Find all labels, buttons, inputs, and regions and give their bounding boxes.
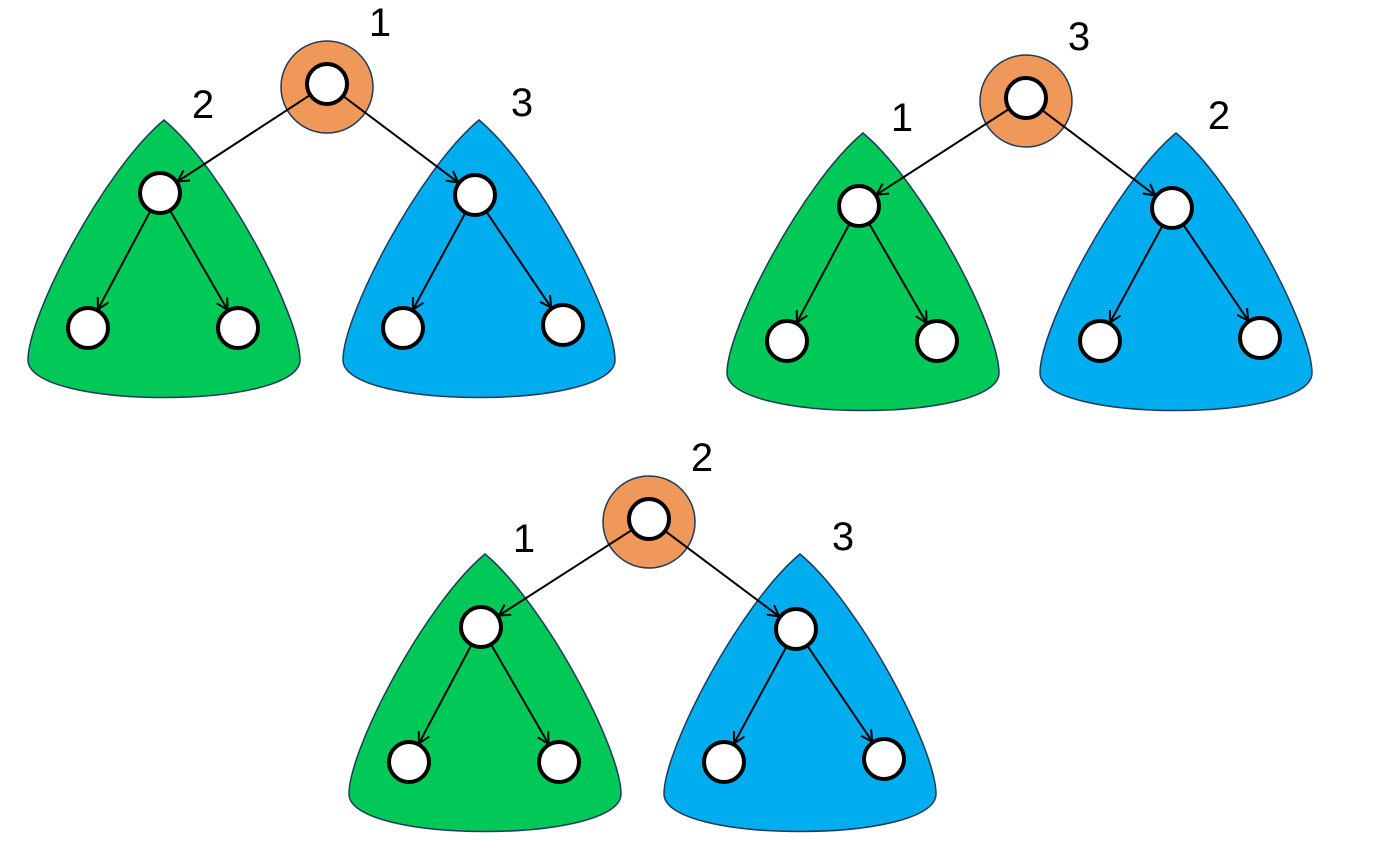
root-node	[1004, 76, 1048, 120]
edge-left-subtree-left	[797, 223, 851, 323]
left-subtree-label: 2	[192, 83, 214, 127]
left-subtree-leaf-node	[915, 319, 959, 363]
right-subtree-leaf-node	[1078, 319, 1122, 363]
left-subtree-label: 1	[513, 517, 535, 561]
right-subtree-root-node	[1150, 186, 1194, 230]
edge-root-to-right-child	[664, 530, 779, 616]
right-subtree-shape	[342, 119, 616, 399]
edge-root-to-right-child	[1041, 109, 1155, 195]
root-label: 3	[1068, 15, 1090, 59]
root-label: 1	[369, 1, 391, 45]
edge-left-subtree-right	[868, 222, 926, 322]
edge-left-subtree-right	[490, 643, 548, 743]
edge-left-subtree-left	[98, 210, 152, 310]
right-subtree-label: 3	[832, 515, 854, 559]
edge-right-subtree-right	[485, 211, 551, 308]
tree-diagram-c: 2 1 3	[348, 436, 937, 833]
left-subtree-root-node	[138, 171, 182, 215]
right-subtree-leaf-node	[381, 306, 425, 350]
left-subtree-leaf-node	[66, 306, 110, 350]
edge-root-to-left-child	[499, 528, 633, 616]
root-node	[305, 62, 349, 106]
edge-right-subtree-left	[734, 646, 788, 744]
left-subtree-shape	[27, 119, 301, 399]
edge-root-to-left-child	[877, 108, 1010, 195]
right-subtree-shape	[1039, 132, 1313, 412]
edge-right-subtree-left	[413, 212, 467, 310]
right-subtree-leaf-node	[702, 740, 746, 784]
left-subtree-leaf-node	[765, 319, 809, 363]
left-subtree-label: 1	[891, 96, 913, 140]
edge-left-subtree-left	[419, 644, 473, 744]
right-subtree-shape	[663, 553, 937, 833]
edge-root-to-left-child	[178, 94, 311, 182]
left-subtree-root-node	[837, 184, 881, 228]
root-node	[627, 497, 671, 541]
left-subtree-root-node	[459, 605, 503, 649]
root-label: 2	[691, 436, 713, 480]
tree-diagram-a: 1 2 3	[27, 1, 616, 399]
left-subtree-leaf-node	[387, 740, 431, 784]
right-subtree-leaf-node	[862, 737, 906, 781]
right-subtree-label: 3	[511, 81, 533, 125]
edge-left-subtree-right	[169, 209, 227, 309]
edge-root-to-right-child	[342, 95, 458, 182]
edge-right-subtree-left	[1110, 225, 1164, 323]
left-subtree-leaf-node	[216, 306, 260, 350]
left-subtree-shape	[348, 553, 622, 833]
tree-diagram-b: 3 1 2	[726, 15, 1313, 412]
right-subtree-leaf-node	[541, 303, 585, 347]
edge-right-subtree-right	[806, 645, 872, 742]
right-subtree-root-node	[453, 173, 497, 217]
left-subtree-shape	[726, 132, 1000, 412]
right-subtree-label: 2	[1208, 94, 1230, 138]
right-subtree-leaf-node	[1238, 316, 1282, 360]
left-subtree-leaf-node	[537, 740, 581, 784]
right-subtree-root-node	[774, 607, 818, 651]
edge-right-subtree-right	[1182, 224, 1248, 321]
